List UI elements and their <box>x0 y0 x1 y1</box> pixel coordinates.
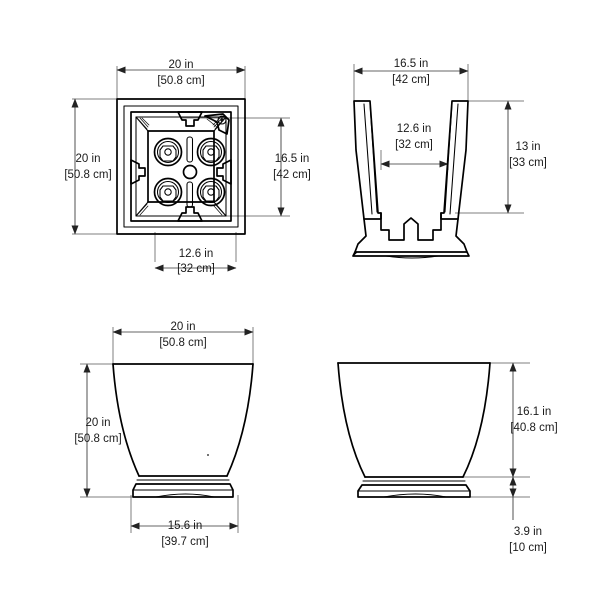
dim-right-height-cm: [42 cm] <box>273 169 311 181</box>
dim-section-depth-cm: [33 cm] <box>509 157 547 169</box>
dim-section-depth-in: 13 in <box>516 141 541 153</box>
dim-right-height-in: 16.5 in <box>275 153 310 165</box>
front-dimension-lines <box>83 328 254 530</box>
center-hole <box>182 164 198 180</box>
dim-front-top-cm: [50.8 cm] <box>159 337 206 349</box>
dim-top-width-in: 20 in <box>169 59 194 71</box>
view-top-view: 20 in [50.8 cm] 20 in [50.8 cm] 16.5 in … <box>64 59 311 275</box>
dim-bottom-width-in: 12.6 in <box>179 248 214 260</box>
view-cross-section: 16.5 in [42 cm] 12.6 in [32 cm] 13 in [3… <box>352 58 547 259</box>
dim-front-top-in: 20 in <box>171 321 196 333</box>
dim-side-body-in: 16.1 in <box>517 406 552 418</box>
dim-side-base-cm: [10 cm] <box>509 542 547 554</box>
dim-front-height-cm: [50.8 cm] <box>74 433 121 445</box>
front-extension-lines <box>80 327 254 533</box>
dim-left-height-in: 20 in <box>76 153 101 165</box>
corner-mount-tab <box>204 113 230 135</box>
dim-section-inner-cm: [32 cm] <box>395 139 433 151</box>
dim-section-inner-in: 12.6 in <box>397 123 432 135</box>
dim-side-body-cm: [40.8 cm] <box>510 422 557 434</box>
dim-front-height-in: 20 in <box>86 417 111 429</box>
side-geometry <box>337 362 491 498</box>
dim-front-base-cm: [39.7 cm] <box>161 536 208 548</box>
section-extension-lines <box>353 64 524 214</box>
dim-bottom-width-cm: [32 cm] <box>177 263 215 275</box>
top-view-geometry <box>116 98 246 235</box>
dim-left-height-cm: [50.8 cm] <box>64 169 111 181</box>
drain-boss-group <box>153 137 226 207</box>
section-geometry <box>352 100 470 259</box>
dim-section-top-in: 16.5 in <box>394 58 429 70</box>
top-view-dimension-lines <box>71 66 285 272</box>
section-dimension-lines <box>353 67 512 214</box>
dim-section-top-cm: [42 cm] <box>392 74 430 86</box>
front-geometry <box>112 363 254 498</box>
dim-front-base-in: 15.6 in <box>168 520 203 532</box>
corner-hatching <box>137 117 225 216</box>
top-view-extension-lines <box>72 66 290 262</box>
dim-top-width-cm: [50.8 cm] <box>157 75 204 87</box>
view-side-elevation: 16.1 in [40.8 cm] 3.9 in [10 cm] <box>337 362 558 554</box>
dim-side-base-in: 3.9 in <box>514 526 542 538</box>
view-front-elevation: 20 in [50.8 cm] 20 in [50.8 cm] 15.6 in … <box>74 321 254 548</box>
